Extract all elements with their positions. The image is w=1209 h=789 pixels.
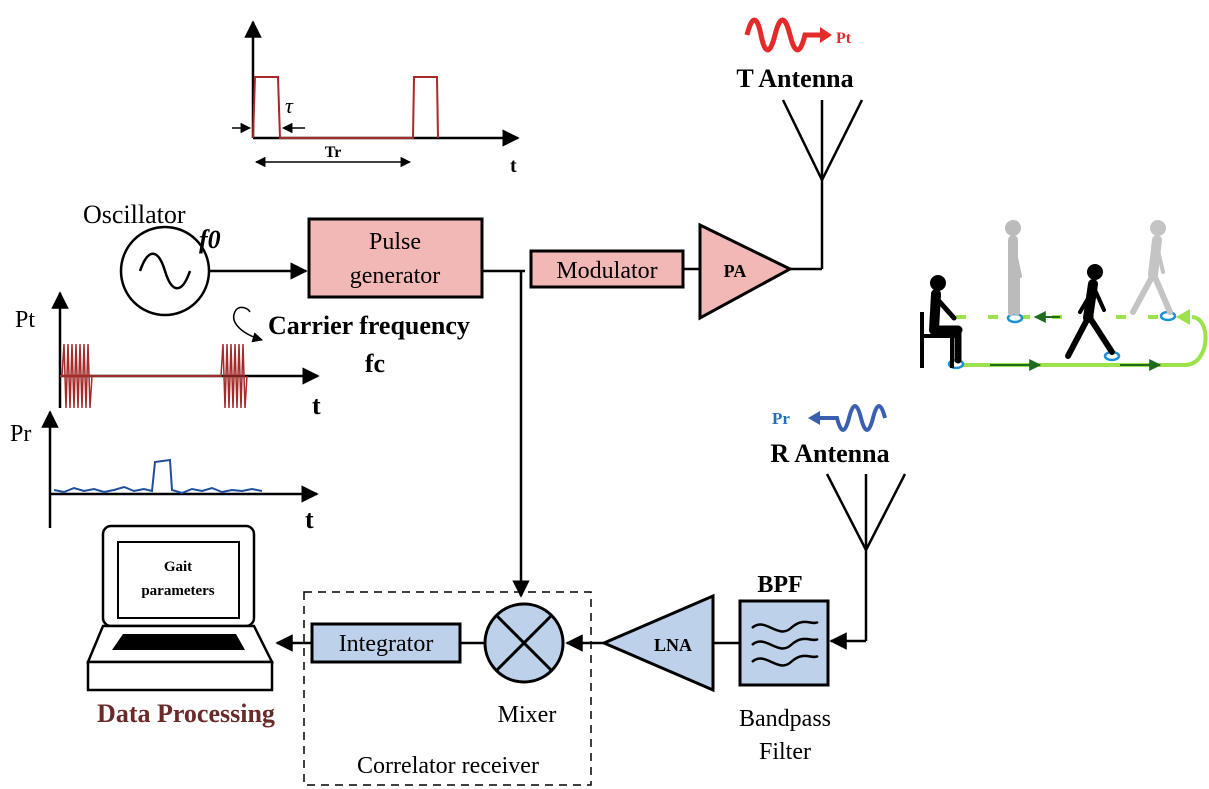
carrier-curved-arrow [233, 306, 264, 343]
gait-params-line1: Gait [164, 559, 192, 575]
receive-wave-icon [818, 404, 887, 432]
receive-signal-plot: Pr t [10, 410, 319, 534]
walking-person-faded-icon [1130, 220, 1173, 315]
oscillator-frequency: f0 [199, 225, 221, 254]
modulator-label: Modulator [556, 258, 657, 284]
pa-label: PA [724, 261, 747, 281]
pr-xlabel: t [305, 505, 314, 534]
tx-burst-2 [220, 343, 248, 409]
transmit-wave-arrowhead [820, 27, 832, 43]
walking-scene-illustration [920, 220, 1208, 371]
pt-xlabel: t [312, 391, 321, 420]
pulse-generator-line1: Pulse [369, 229, 421, 255]
t-antenna-label: T Antenna [736, 64, 853, 93]
chair-icon [920, 312, 958, 368]
seated-person-icon [929, 275, 963, 364]
pt-ylabel: Pt [15, 307, 35, 333]
tx-burst-1 [61, 343, 93, 409]
period-label: Tr [325, 144, 342, 161]
lna-label: LNA [654, 635, 692, 655]
receive-wave-arrowhead [808, 411, 820, 425]
integrator-label: Integrator [339, 631, 434, 657]
pulse-generator-block [307, 217, 484, 299]
r-antenna-label: R Antenna [770, 439, 889, 468]
bpf-short-label: BPF [757, 572, 802, 598]
transmit-wave-icon [744, 17, 822, 53]
bpf-label-line2: Filter [759, 739, 811, 765]
pulse-train-plot: τ Tr t [232, 20, 520, 177]
bandpass-filter-icon [751, 620, 819, 667]
walking-person-icon [1065, 264, 1115, 359]
correlator-label: Correlator receiver [357, 753, 539, 779]
transmit-antenna [781, 99, 864, 269]
r-antenna-signal: Pr [772, 409, 790, 428]
receive-antenna [825, 473, 907, 650]
standing-person-icon [1005, 220, 1022, 316]
oscillator-label: Oscillator [83, 200, 186, 229]
pulse-generator-line2: generator [350, 263, 441, 289]
gait-params-line2: parameters [141, 583, 214, 599]
carrier-frequency-symbol: fc [365, 349, 385, 378]
pulse-train-waveform [252, 76, 439, 139]
laptop-icon [86, 524, 275, 692]
carrier-frequency-label: Carrier frequency [268, 311, 470, 340]
correlator-receiver-box [303, 591, 592, 786]
lna-triangle [600, 593, 715, 693]
pulse-train-t-label: t [510, 155, 517, 177]
transmit-signal-plot: Pt t [15, 291, 321, 420]
modulator-block [529, 249, 685, 289]
walking-path [956, 315, 1208, 367]
rx-waveform [53, 458, 263, 495]
mixer-label: Mixer [498, 702, 557, 728]
t-antenna-signal: Pt [836, 30, 852, 47]
bpf-label-line1: Bandpass [739, 706, 831, 732]
data-processing-label: Data Processing [97, 699, 275, 728]
pr-ylabel: Pr [10, 421, 31, 447]
tau-label: τ [285, 93, 294, 118]
power-amplifier-triangle [698, 222, 794, 321]
sine-icon [138, 252, 192, 290]
